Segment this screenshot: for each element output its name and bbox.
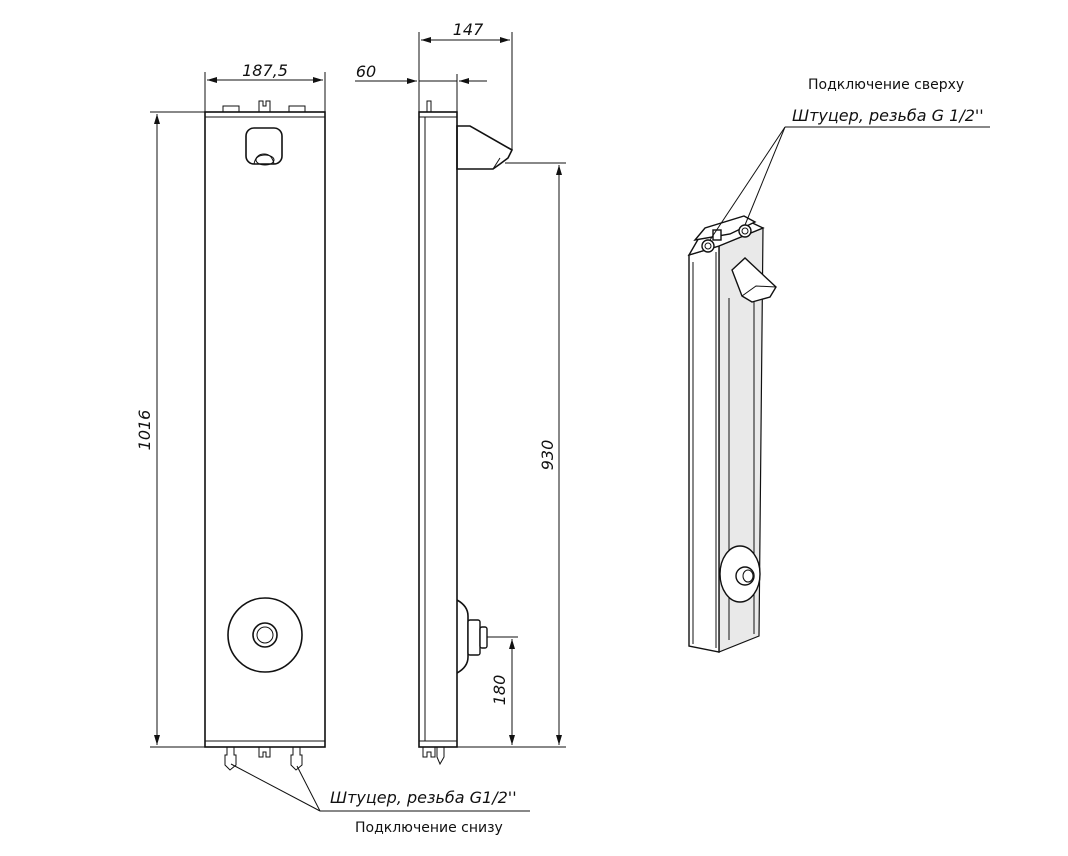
dim-side-depth: 60 — [355, 62, 487, 112]
front-view — [204, 100, 326, 771]
front-bottom-fittings — [224, 747, 303, 771]
side-panel-body — [418, 111, 458, 748]
bottom-connection-callout: Штуцер, резьба G1/2'' Подключение снизу — [230, 763, 530, 836]
dim-label-spout-height: 930 — [538, 440, 557, 471]
iso-spout — [731, 257, 777, 303]
bottom-thread-label: Штуцер, резьба G1/2'' — [330, 788, 517, 807]
side-view — [418, 100, 514, 766]
dim-label-front-width: 187,5 — [242, 61, 288, 80]
front-panel-body — [204, 111, 326, 748]
dim-button-height: 180 — [487, 636, 518, 745]
side-spout — [456, 125, 514, 170]
side-push-button — [456, 599, 488, 674]
dim-label-total-height: 1016 — [135, 410, 154, 451]
dim-spout-reach: 147 — [418, 20, 513, 150]
side-bottom-fittings — [422, 747, 445, 766]
dim-label-button-height: 180 — [490, 675, 509, 706]
front-push-button — [227, 597, 303, 673]
dim-label-side-depth: 60 — [356, 62, 376, 81]
dim-label-spout-reach: 147 — [453, 20, 484, 39]
dim-front-width: 187,5 — [204, 61, 326, 112]
top-thread-label: Штуцер, резьба G 1/2'' — [792, 106, 984, 125]
iso-push-button — [719, 545, 761, 603]
dim-total-height: 1016 — [135, 111, 205, 748]
dim-spout-height: 930 — [457, 162, 566, 748]
bottom-connection-label: Подключение снизу — [355, 820, 503, 836]
top-connection-callout: Подключение сверху Штуцер, резьба G 1/2'… — [709, 77, 990, 241]
isometric-view — [687, 215, 777, 653]
top-connection-label: Подключение сверху — [808, 77, 964, 93]
front-spout — [245, 127, 283, 166]
